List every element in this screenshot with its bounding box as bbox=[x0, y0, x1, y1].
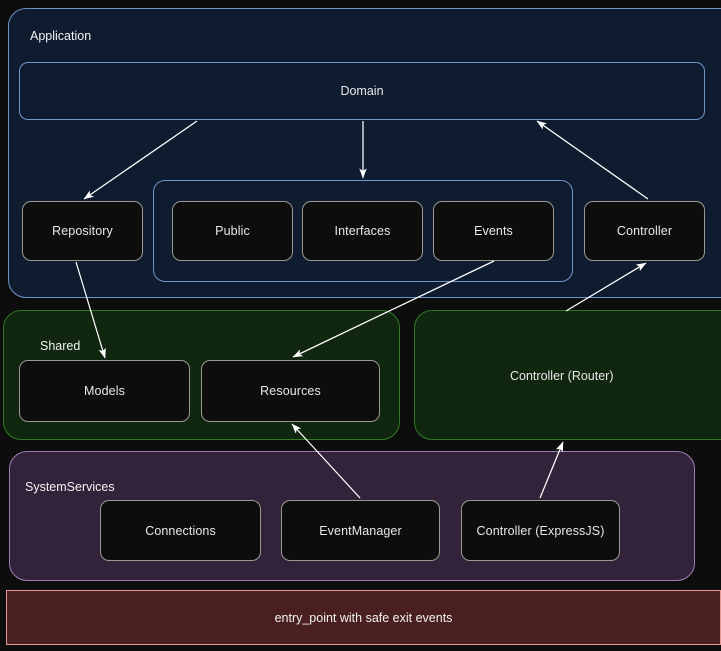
node-repository[interactable]: Repository bbox=[22, 201, 143, 261]
node-controller-expressjs[interactable]: Controller (ExpressJS) bbox=[461, 500, 620, 561]
cluster-shared-label: Shared bbox=[40, 339, 81, 353]
node-interfaces-label: Interfaces bbox=[334, 224, 391, 238]
cluster-systemservices-label: SystemServices bbox=[25, 480, 115, 494]
node-eventmanager[interactable]: EventManager bbox=[281, 500, 440, 561]
node-public-label: Public bbox=[215, 224, 250, 238]
node-interfaces[interactable]: Interfaces bbox=[302, 201, 423, 261]
node-models-label: Models bbox=[84, 384, 125, 398]
node-entry-point[interactable]: entry_point with safe exit events bbox=[6, 590, 721, 645]
node-controller[interactable]: Controller bbox=[584, 201, 705, 261]
node-controller-router-label: Controller (Router) bbox=[510, 369, 614, 383]
node-controller-label: Controller bbox=[616, 224, 673, 238]
node-public[interactable]: Public bbox=[172, 201, 293, 261]
node-controller-expressjs-label: Controller (ExpressJS) bbox=[476, 523, 605, 538]
node-models[interactable]: Models bbox=[19, 360, 190, 422]
node-resources-label: Resources bbox=[260, 384, 321, 398]
cluster-application-label: Application bbox=[30, 29, 92, 43]
node-eventmanager-label: EventManager bbox=[319, 523, 402, 538]
node-repository-label: Repository bbox=[52, 224, 113, 238]
node-resources[interactable]: Resources bbox=[201, 360, 380, 422]
node-domain[interactable]: Domain bbox=[19, 62, 705, 120]
node-domain-label: Domain bbox=[340, 84, 384, 98]
node-events-label: Events bbox=[474, 224, 513, 238]
node-connections[interactable]: Connections bbox=[100, 500, 261, 561]
node-events[interactable]: Events bbox=[433, 201, 554, 261]
node-connections-label: Connections bbox=[145, 523, 216, 538]
node-entry-point-label: entry_point with safe exit events bbox=[274, 610, 453, 625]
